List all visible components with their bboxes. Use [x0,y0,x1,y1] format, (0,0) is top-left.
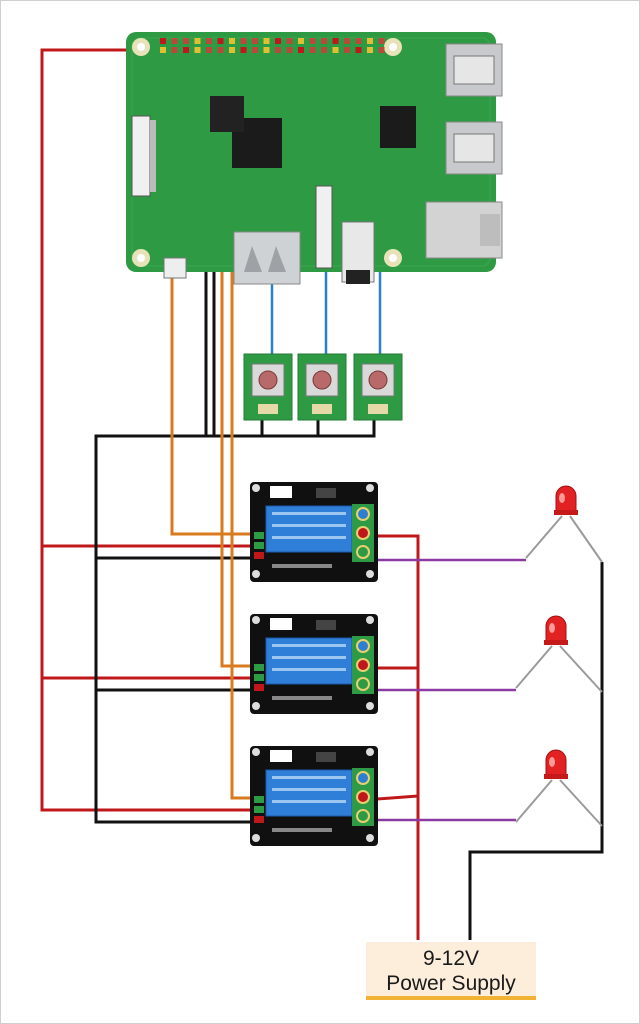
hdmi-port [233,231,301,285]
power-supply-label: Power Supply [386,972,516,995]
ram-chip [380,106,416,148]
wire-orange-relay3 [230,40,258,800]
power-supply-voltage: 9-12V [422,947,480,970]
push-button-2[interactable] [297,353,347,421]
push-buttons [243,353,403,421]
push-button-1[interactable] [243,353,293,421]
display-connector [131,115,151,197]
relay-module-2 [250,614,378,714]
led-2 [515,615,603,693]
chip [210,96,244,132]
wire-black-led-return [468,562,604,940]
wire-red-5v [40,48,258,812]
power-supply-box: 9-12V Power Supply [366,942,536,1000]
led-1 [525,485,603,563]
push-button-3[interactable] [353,353,403,421]
relay-module-1 [250,482,378,582]
wire-red-relay-out [363,534,420,940]
camera-connector [315,185,333,269]
leds [515,485,603,827]
raspberry-pi-board [126,32,503,285]
led-3 [515,749,603,827]
relay-modules [250,482,378,846]
wire-black-ground [94,40,258,824]
power-connector [163,257,187,279]
wire-black-buttons [206,420,376,438]
gpio-header [160,38,385,53]
relay-module-3 [250,746,378,846]
